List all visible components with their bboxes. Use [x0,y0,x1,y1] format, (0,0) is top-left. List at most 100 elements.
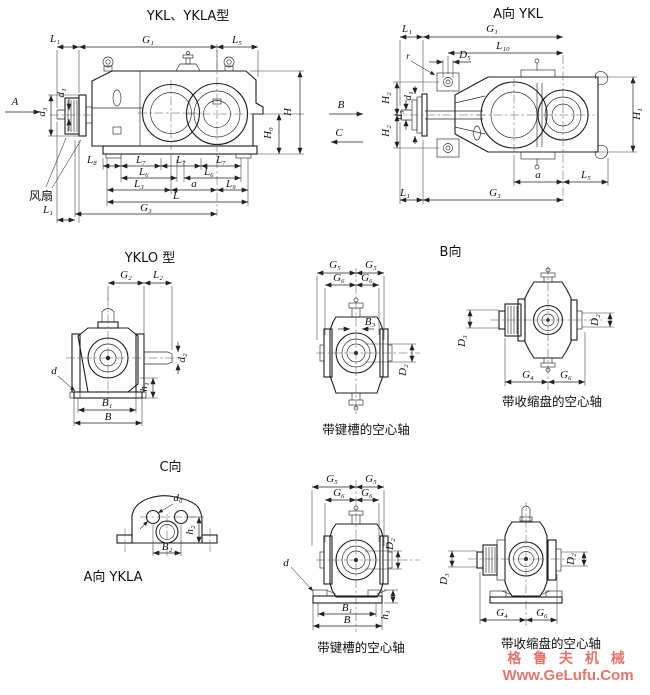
title-side-view: YKL、YKLA型 [146,9,230,24]
watermark-brand: 格 鲁 夫 机 械 [507,650,629,666]
svg-text:G₆: G₆ [361,272,373,284]
dimension-labels: G₂ L₂ d₂ d h₁ B₁ B [51,269,188,423]
svg-text:L₉: L₉ [225,178,236,190]
svg-text:B₃: B₃ [365,316,376,328]
svg-text:a: a [535,169,541,181]
eye-bolts [102,56,235,72]
svg-text:B₁: B₁ [342,602,353,614]
svg-text:L₁: L₁ [42,204,53,216]
feet [312,589,388,604]
svg-text:h₁: h₁ [379,610,391,620]
bearing-bores [490,266,602,390]
svg-text:G₃: G₃ [489,187,501,199]
svg-text:L₈: L₈ [86,154,97,166]
svg-text:d₃: d₃ [36,107,48,117]
svg-text:L: L [172,190,179,202]
svg-text:d₁: d₁ [402,91,414,101]
dimension-lines [449,551,587,623]
svg-text:H₂: H₂ [380,125,392,138]
dimension-extension-lines [316,276,416,363]
svg-text:H₁: H₁ [631,108,643,121]
svg-text:B₂: B₂ [162,541,173,553]
svg-text:C: C [335,127,343,139]
dimension-labels: D₃ D₂ G₄ G₆ [456,314,601,381]
housing-outline [425,58,609,170]
svg-text:L₃: L₃ [133,178,144,190]
svg-text:B: B [338,99,345,111]
svg-text:D₂: D₂ [384,538,396,551]
svg-text:G₅: G₅ [329,259,341,271]
svg-text:H₂: H₂ [380,92,392,105]
svg-text:G₆: G₆ [361,487,373,499]
title-top-view: A向 YKL [493,7,543,22]
svg-text:G₆: G₆ [333,487,345,499]
svg-text:L₆: L₆ [138,166,149,178]
shrink-shaft-bottom-drawing: D₃ D₂ G₄ G₆ [438,502,588,626]
svg-text:L₁: L₁ [401,23,412,35]
svg-text:h₁: h₁ [138,382,150,392]
fan-and-input-shaft [50,94,95,137]
svg-text:L₁: L₁ [49,33,60,45]
dimension-labels: d₀ h₂ B₂ [162,492,196,553]
svg-text:D₅: D₅ [458,49,471,61]
svg-text:L₁₀: L₁₀ [495,40,510,52]
breather [175,51,201,72]
svg-text:L₁: L₁ [399,187,410,199]
svg-text:L₂: L₂ [152,269,163,281]
svg-text:r: r [406,51,410,61]
svg-text:L₇: L₇ [175,154,186,166]
dimension-lines [57,280,181,426]
yklo-view-drawing: G₂ L₂ d₂ d h₁ B₁ B [51,269,188,426]
side-view-drawing: 风扇 [5,33,304,223]
svg-text:D₂: D₂ [397,364,409,377]
bearing-bores [477,55,595,205]
watermark: 格 鲁 夫 机 械 Www.GeLufu.Com [488,650,648,685]
dimension-extension-lines [393,40,637,204]
housing-outline [91,70,264,159]
svg-text:d₂: d₂ [176,353,188,363]
feet [489,590,563,604]
svg-text:A: A [11,96,19,108]
keyway-shaft-mid-drawing: G₅ G₅ G₆ G₆ B₃ D₂ [316,259,420,416]
svg-text:G₄: G₄ [496,607,508,619]
svg-text:D₂: D₂ [565,553,577,566]
input-shaft-fan [393,93,485,137]
title-yklo: YKLO 型 [124,251,176,266]
dimension-lines [329,34,636,203]
svg-text:G₃: G₃ [140,202,152,214]
caption-keyway-mid: 带键槽的空心轴 [322,422,410,437]
dimension-labels: L₁ G₁ L₁₀ D₅ r H₂ H₂ d₁ d₃ B C H₁ a L₅ L… [335,23,643,199]
dimension-labels: D₃ D₂ G₄ G₆ [438,553,577,619]
output-shaft [144,351,173,365]
title-c-view: C向 [159,460,182,475]
svg-text:G₁: G₁ [486,23,498,35]
svg-text:d₁: d₁ [55,88,67,98]
dimension-labels: L₁ G₁ L₅ d₃ d₁ A H H₀ L₈ L₇ L₇ L₇ L₆ L₆ … [11,33,294,216]
bearing-bores [316,480,420,632]
svg-text:a: a [191,178,197,190]
dimension-labels: G₅ G₅ G₆ G₆ d D₂ h₁ B₁ B [283,473,396,626]
svg-text:H₀: H₀ [262,127,274,140]
svg-text:d: d [51,365,57,377]
dimension-lines [139,503,202,556]
svg-text:L₇: L₇ [215,154,226,166]
shrink-disk [476,544,498,576]
title-a-view-ykla: A向 YKLA [83,570,143,585]
watermark-url: Www.GeLufu.Com [502,666,634,684]
keyway-shaft-bottom-drawing: G₅ G₅ G₆ G₆ d D₂ h₁ B₁ B [283,473,420,632]
housing-outline [496,505,562,597]
caption-keyway-bottom: 带键槽的空心轴 [317,640,405,655]
svg-text:L₅: L₅ [580,169,591,181]
dimension-lines [5,44,303,223]
svg-text:d₃: d₃ [393,110,405,120]
svg-text:L₅: L₅ [231,34,242,46]
svg-text:G₆: G₆ [560,369,572,381]
caption-shrink-mid: 带收缩盘的空心轴 [501,394,602,409]
caption-shrink-bottom: 带收缩盘的空心轴 [500,636,601,651]
svg-text:B: B [105,411,112,423]
top-view-drawing: L₁ G₁ L₁₀ D₅ r H₂ H₂ d₁ d₃ B C H₁ a L₅ L… [329,23,643,205]
svg-text:D₃: D₃ [438,573,450,586]
svg-text:h₂: h₂ [184,525,196,535]
svg-text:G₄: G₄ [522,369,534,381]
